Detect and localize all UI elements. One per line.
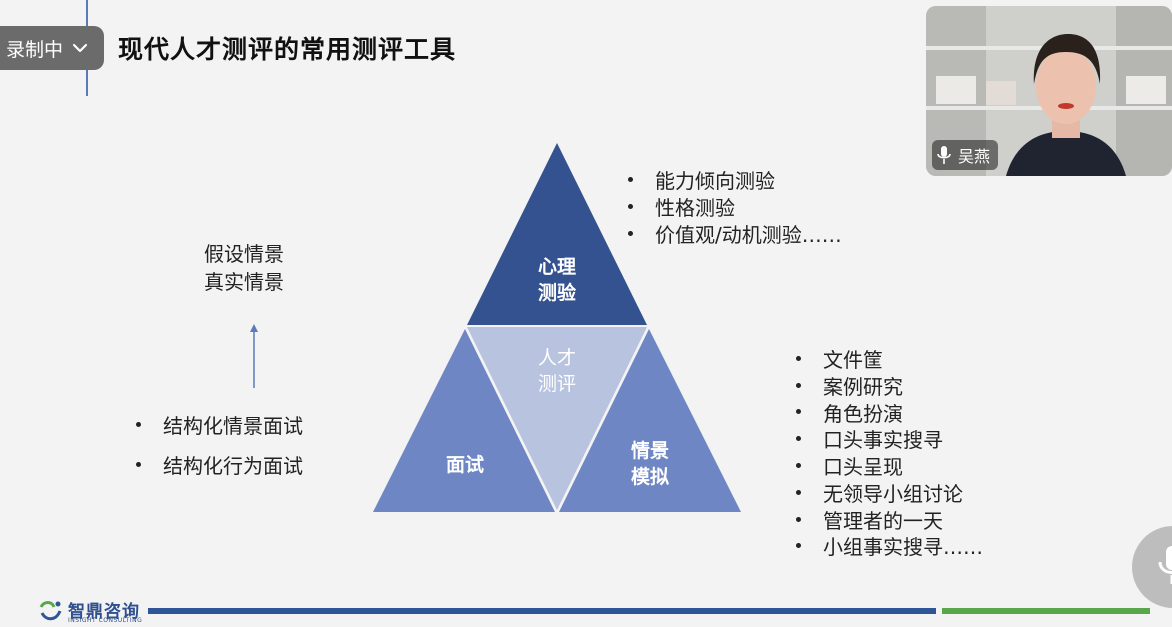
scenario-real: 真实情景 [204,270,284,294]
list-item: 结构化情景面试 [136,404,303,444]
microphone-icon [1158,546,1172,584]
list-item: 角色扮演 [796,399,983,426]
interview-bullets: 结构化情景面试 结构化行为面试 [136,404,303,484]
triangle-left [373,329,555,512]
list-item: 案例研究 [796,372,983,399]
triangle-top-label: 心理测验 [537,256,576,304]
participant-name-tag: 吴燕 [932,140,999,170]
footer-bar-blue [148,608,936,614]
participant-video[interactable]: 吴燕 [926,6,1172,176]
chevron-down-icon [72,43,88,53]
participant-name: 吴燕 [958,147,991,166]
logo-subtitle: INSIGHT CONSULTING [68,617,143,624]
company-logo: 智鼎咨询 INSIGHT CONSULTING [38,597,143,624]
logo-name: 智鼎咨询 [68,602,140,622]
list-item: 小组事实搜寻…… [796,533,983,559]
list-item: 能力倾向测验 [628,166,842,193]
slide-title: 现代人才测评的常用测评工具 [118,35,457,64]
psych-test-bullets: 能力倾向测验 性格测验 价值观/动机测验…… [628,166,842,247]
list-item: 文件筐 [796,345,983,372]
scenario-text: 假设情景 真实情景 [204,240,284,296]
list-item: 结构化行为面试 [136,444,303,484]
list-item: 口头事实搜寻 [796,425,983,452]
mic-icon [937,146,951,164]
list-item: 价值观/动机测验…… [628,220,842,247]
triangle-center [467,327,647,510]
arrow-up-icon [250,324,258,388]
list-item: 口头呈现 [796,452,983,479]
list-item: 无领导小组讨论 [796,479,983,506]
triangle-top [467,143,647,325]
footer-bar-green [942,608,1150,614]
simulation-bullets: 文件筐 案例研究 角色扮演 口头事实搜寻 口头呈现 无领导小组讨论 管理者的一天… [796,345,983,559]
list-item: 管理者的一天 [796,506,983,533]
logo-mark-icon [39,600,62,620]
recording-button[interactable]: 录制中 [0,26,104,70]
triangle-center-label: 人才测评 [537,347,576,395]
recording-label: 录制中 [6,38,64,61]
scenario-hypothetical: 假设情景 [204,242,284,266]
list-item: 性格测验 [628,193,842,220]
triangle-right-label: 情景模拟 [630,440,669,488]
triangle-right [559,329,741,512]
triangle-left-label: 面试 [445,454,484,476]
